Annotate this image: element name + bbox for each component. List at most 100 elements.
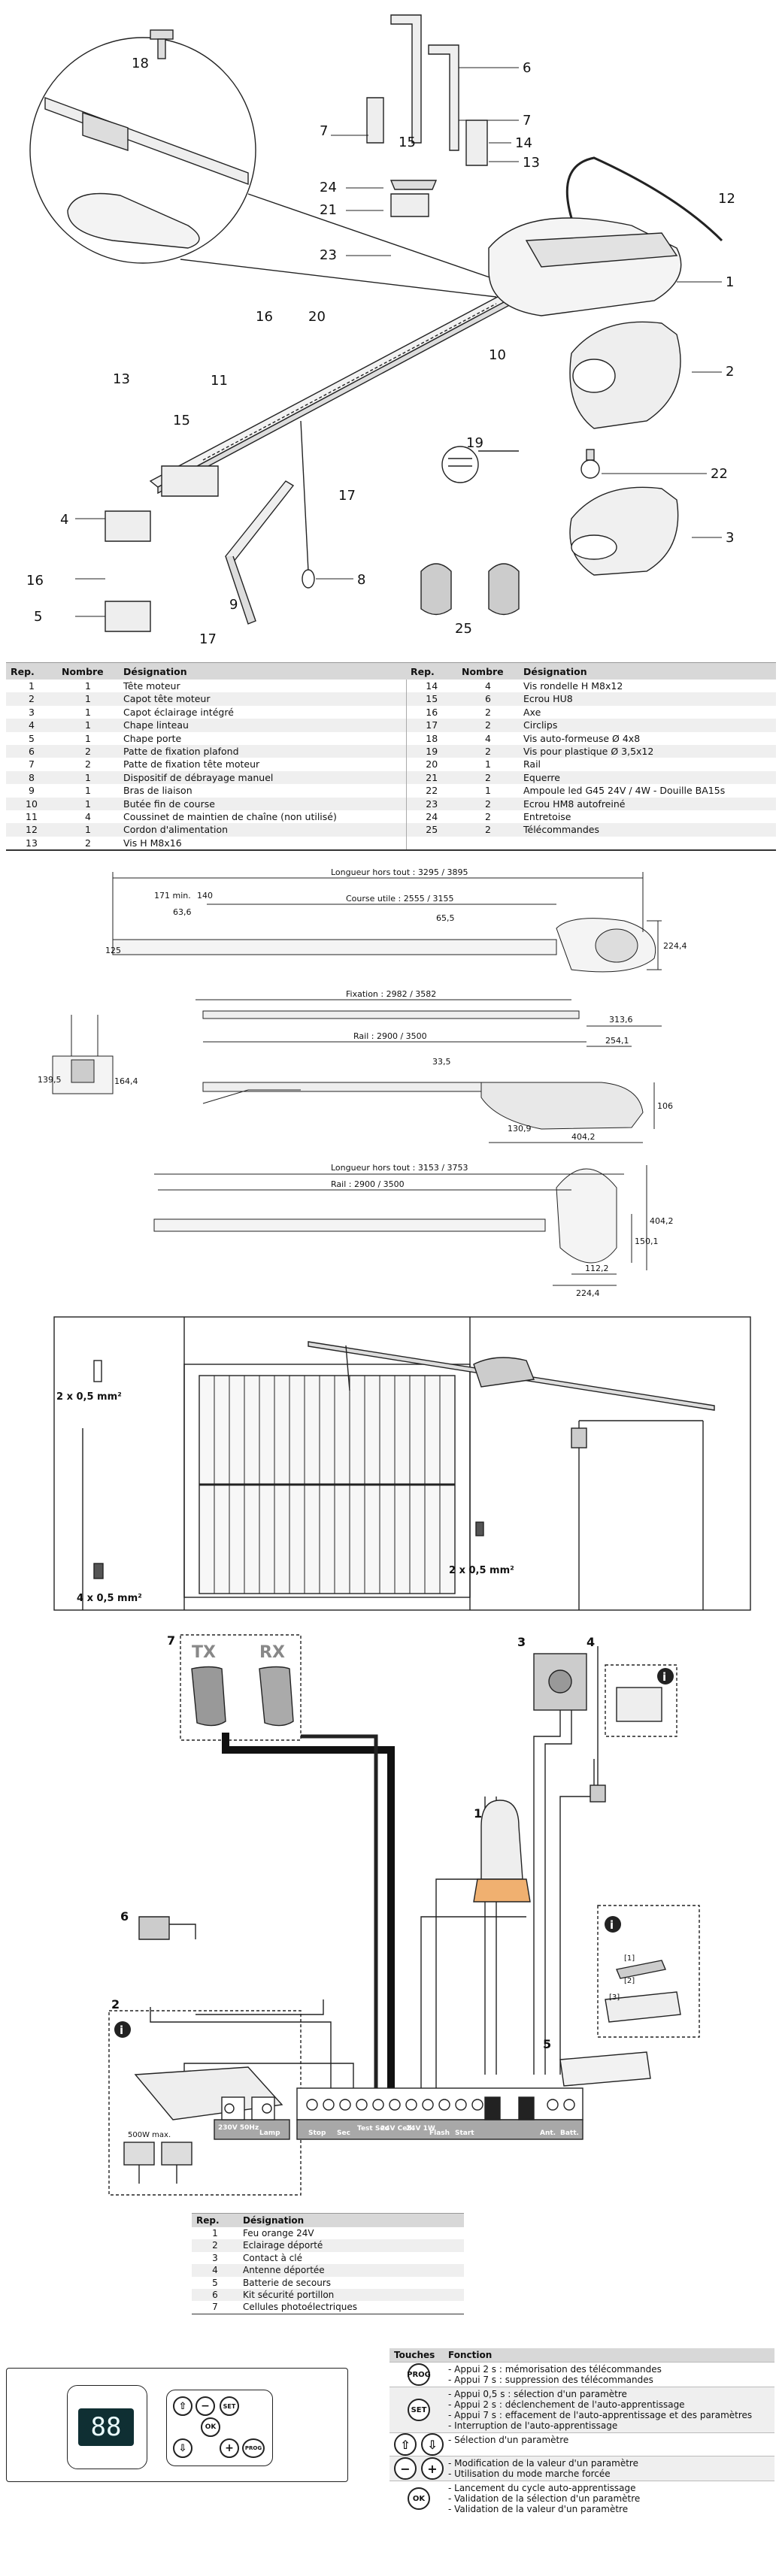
keys-cell: SET (389, 2387, 448, 2432)
terminal-label: Batt. (560, 2130, 579, 2137)
table-cell: Equerre (519, 770, 776, 785)
col-header: Rep. (6, 662, 57, 680)
photocell-rx-label: RX (259, 1643, 285, 1662)
table-cell: 5 (29, 732, 35, 744)
key-symbol: OK (408, 2487, 430, 2510)
table-row: 7 Cellules photoélectriques (192, 2301, 464, 2314)
minus-button[interactable]: − (196, 2396, 215, 2416)
table-cell: 4 (192, 2264, 238, 2277)
callout: 17 (338, 488, 356, 504)
table-cell: Vis H M8x16 (123, 837, 182, 849)
table-cell: Entretoise (523, 811, 571, 823)
function-cell: - Modification de la valeur d'un paramèt… (448, 2456, 774, 2481)
down-button[interactable]: ⇩ (173, 2438, 192, 2458)
table-cell: Antenne déportée (238, 2264, 464, 2277)
callout: 23 (320, 247, 337, 263)
keys-table-row: −+- Modification de la valeur d'un param… (389, 2456, 774, 2481)
dim-label: Longueur hors tout : 3153 / 3753 (331, 1163, 468, 1173)
dimension-drawings: Longueur hors tout : 3295 / 3895 Course … (38, 867, 687, 1298)
callout: 7 (320, 123, 328, 139)
col-header: Touches (394, 2350, 435, 2360)
dim-label: 33,5 (432, 1057, 451, 1067)
key-symbol: ⇧ (394, 2433, 417, 2456)
callout: 13 (523, 155, 540, 171)
table-cell (519, 837, 776, 850)
keys-table-row: OK - Lancement du cycle auto-apprentissag… (389, 2481, 774, 2516)
table-cell: 7 (29, 758, 35, 770)
callout: 20 (308, 309, 326, 325)
table-cell: 16 (405, 705, 457, 719)
table-cell: 2 (457, 745, 519, 758)
table-cell: 2 (485, 706, 491, 718)
table-cell: Batterie de secours (243, 2277, 332, 2288)
terminal-label: Lamp (259, 2130, 280, 2137)
key-symbol: SET (408, 2399, 430, 2421)
table-cell: Vis rondelle H M8x12 (523, 680, 623, 692)
callout: 15 (173, 413, 190, 428)
dim-label: 65,5 (436, 913, 455, 923)
table-cell: 1 (57, 823, 119, 837)
callout: 6 (523, 60, 531, 76)
table-cell: 1 (85, 732, 91, 744)
table-cell: 4 (85, 811, 91, 823)
terminal-label: 24V Cell. (380, 2125, 414, 2133)
table-cell: 1 (85, 706, 91, 718)
table-cell: Contact à clé (243, 2252, 302, 2263)
prog-button[interactable]: PROG (242, 2438, 265, 2458)
accessory-number: 7 (167, 1633, 175, 1648)
dim-label: 130,9 (508, 1124, 532, 1134)
up-button[interactable]: ⇧ (173, 2396, 192, 2416)
function-line: - Sélection d'un paramètre (448, 2435, 569, 2445)
table-cell: Cordon d'alimentation (119, 823, 406, 837)
function-line: - Appui 0,5 s : sélection d'un paramètre (448, 2389, 627, 2399)
table-cell: 1 (29, 680, 35, 692)
terminal-label: Ant. (540, 2130, 556, 2137)
dim-label: 171 min. (154, 891, 191, 901)
function-cell: - Lancement du cycle auto-apprentissage-… (448, 2481, 774, 2516)
ok-button[interactable]: OK (201, 2417, 220, 2437)
function-line: - Appui 2 s : déclenchement de l'auto-ap… (448, 2399, 685, 2410)
dim-label: Rail : 2900 / 3500 (353, 1031, 427, 1041)
function-line: - Modification de la valeur d'un paramèt… (448, 2458, 638, 2469)
dim-label: 313,6 (609, 1015, 633, 1025)
plus-button[interactable]: + (220, 2438, 239, 2458)
table-cell: 2 (85, 758, 91, 770)
table-cell: 15 (405, 692, 457, 706)
terminal-label: Sec (337, 2130, 350, 2137)
photocell-tx-label: TX (192, 1643, 216, 1662)
dim-label: 112,2 (585, 1264, 609, 1273)
table-cell: 4 (485, 732, 491, 744)
table-cell: 6 (6, 745, 57, 758)
function-line: - Utilisation du mode marche forcée (448, 2469, 611, 2479)
table-cell: 8 (6, 770, 57, 785)
accessory-number: 2 (111, 1997, 120, 2011)
table-cell (457, 837, 519, 850)
table-cell: 1 (485, 758, 491, 770)
dim-label: Fixation : 2982 / 3582 (346, 989, 436, 999)
function-line: - Interruption de l'auto-apprentissage (448, 2420, 618, 2431)
function-line: - Appui 7 s : effacement de l'auto-appre… (448, 2410, 753, 2420)
table-cell: 2 (85, 837, 91, 849)
col-header: Rep. (406, 662, 457, 680)
table-cell: 3 (29, 706, 35, 718)
table-cell: 1 (57, 692, 119, 706)
callout: 17 (199, 631, 217, 647)
table-cell: Tête moteur (123, 680, 180, 692)
table-cell: Cellules photoélectriques (243, 2302, 357, 2313)
cable-label: 2 x 0,5 mm² (449, 1565, 514, 1576)
dim-label: 224,4 (663, 941, 687, 951)
function-cell: - Appui 0,5 s : sélection d'un paramètre… (448, 2387, 774, 2432)
callout: 13 (113, 371, 130, 387)
function-line: - Validation de la sélection d'un paramè… (448, 2493, 641, 2504)
step-label: [3] (609, 1993, 620, 2002)
keys-table-row: SET - Appui 0,5 s : sélection d'un paramè… (389, 2387, 774, 2432)
table-cell: 3 (212, 2252, 218, 2263)
table-cell: 7 (212, 2302, 218, 2313)
set-button[interactable]: SET (220, 2396, 239, 2416)
accessory-number: 1 (474, 1806, 482, 1821)
